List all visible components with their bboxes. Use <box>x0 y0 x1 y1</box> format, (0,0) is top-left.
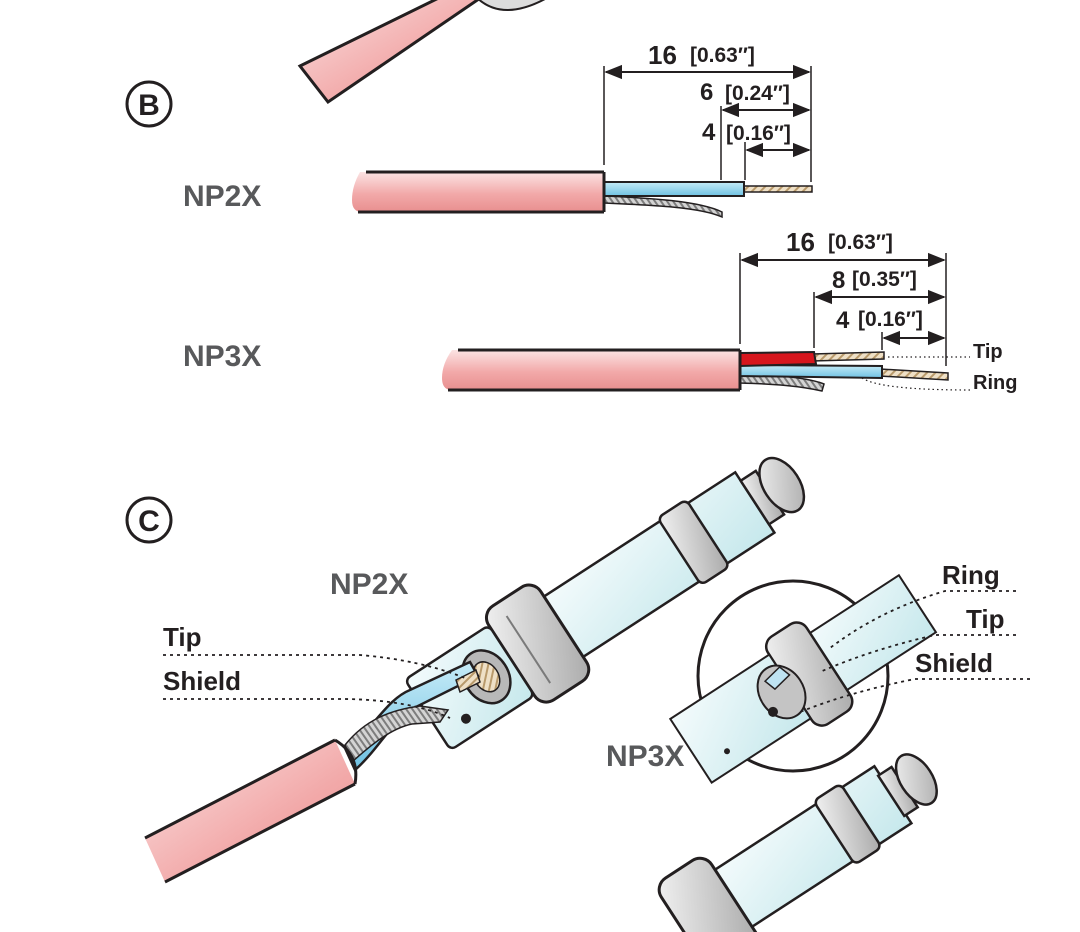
np3x-dim-4-mm: 4 <box>836 307 850 334</box>
np2x-blue-insulation <box>603 181 745 197</box>
np2x-dim-16-mm: 16 <box>648 40 677 70</box>
section-b: B NP2X 16 [0.63″] 6 [0.24″] 4 [0 <box>125 40 1017 394</box>
section-c-badge-letter: C <box>138 505 160 538</box>
np3x-detail-shield-label: Shield <box>915 648 993 678</box>
np3x-detail-tip-label: Tip <box>966 604 1005 634</box>
np3x-detail-circle <box>668 573 938 785</box>
np2x-stripped-cable <box>352 170 813 219</box>
np2x-strip-label: NP2X <box>183 180 261 213</box>
np3x-stripped-cable <box>442 348 949 392</box>
np3x-ring-label: Ring <box>973 372 1017 394</box>
np2x-dim-4-mm: 4 <box>702 119 716 146</box>
np3x-detail-ring-label: Ring <box>942 560 1000 590</box>
section-a-cable-remnant <box>297 0 545 105</box>
np3x-dimensions: 16 [0.63″] 8 [0.35″] 4 [0.16″] <box>739 227 947 366</box>
np2x-tip-label: Tip <box>163 622 202 652</box>
np3x-assembly-label: NP3X <box>606 740 684 773</box>
np2x-wire-callouts: Tip Shield <box>163 622 466 719</box>
np2x-shield-label: Shield <box>163 666 241 696</box>
np3x-tip-conductor <box>811 351 885 362</box>
np3x-dim-8-mm: 8 <box>832 267 845 294</box>
np3x-ring-conductor <box>879 368 949 381</box>
np3x-jacket <box>442 350 740 390</box>
section-c: C NP2X <box>125 456 1030 932</box>
np2x-dimensions: 16 [0.63″] 6 [0.24″] 4 [0.16″] <box>603 40 812 182</box>
np3x-dim-16-inch: [0.63″] <box>828 231 893 254</box>
np3x-dim-8-inch: [0.35″] <box>852 268 917 291</box>
section-b-badge: B <box>125 80 173 128</box>
np2x-dim-16-inch: [0.63″] <box>690 44 755 67</box>
np3x-tip-label: Tip <box>973 341 1003 363</box>
section-b-badge-letter: B <box>138 89 160 122</box>
np3x-plug-bottom <box>657 753 938 932</box>
section-c-badge: C <box>125 496 173 544</box>
np3x-strip-label: NP3X <box>183 340 261 373</box>
np2x-jacket <box>352 172 604 212</box>
np3x-red-insulation <box>739 350 818 368</box>
np3x-wire-callouts: Tip Ring <box>861 341 1017 394</box>
np2x-assembly-cable <box>144 660 481 884</box>
np2x-dim-6-mm: 6 <box>700 79 713 106</box>
np3x-dim-4-inch: [0.16″] <box>858 308 923 331</box>
np2x-assembly-label: NP2X <box>330 568 408 601</box>
np3x-dim-16-mm: 16 <box>786 227 815 257</box>
np3x-wire-callouts-detail: Ring Tip Shield <box>799 560 1030 713</box>
np2x-dim-4-inch: [0.16″] <box>726 122 791 145</box>
np2x-shield-braid <box>603 195 723 219</box>
np3x-blue-insulation <box>739 363 883 380</box>
np2x-dim-6-inch: [0.24″] <box>725 82 790 105</box>
